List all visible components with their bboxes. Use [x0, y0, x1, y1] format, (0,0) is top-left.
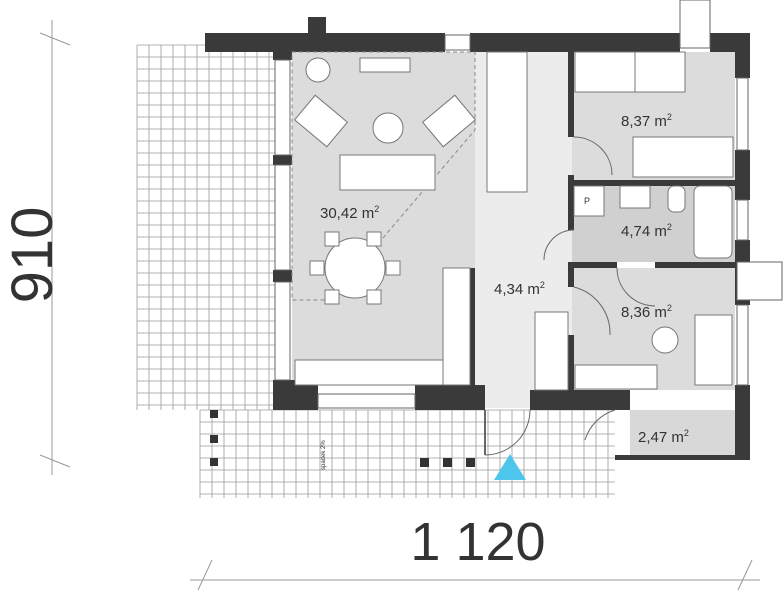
- terrace-grid-bottom: [199, 409, 615, 498]
- entrance-marker: [494, 454, 526, 480]
- room-area-bedroom-1: 8,37 m2: [621, 112, 672, 130]
- furniture: [210, 51, 734, 467]
- dimension-width: 1 120: [410, 512, 545, 572]
- terrace-grid-left: [136, 44, 275, 410]
- entrance-floor: [485, 390, 530, 408]
- walls: [205, 17, 750, 460]
- boiler-label: P: [584, 196, 590, 206]
- room-area-hall: 4,34 m2: [494, 280, 545, 298]
- dimension-depth: 910: [0, 207, 65, 304]
- room-area-storage: 2,47 m2: [638, 428, 689, 446]
- windows: [274, 0, 783, 409]
- dimension-lines: [39, 20, 760, 591]
- slope-label: spadek 2%: [321, 440, 327, 470]
- storage-floor: [630, 410, 735, 456]
- room-area-bathroom: 4,74 m2: [621, 222, 672, 240]
- room-area-living: 30,42 m2: [320, 204, 379, 222]
- room-area-bedroom-2: 8,36 m2: [621, 303, 672, 321]
